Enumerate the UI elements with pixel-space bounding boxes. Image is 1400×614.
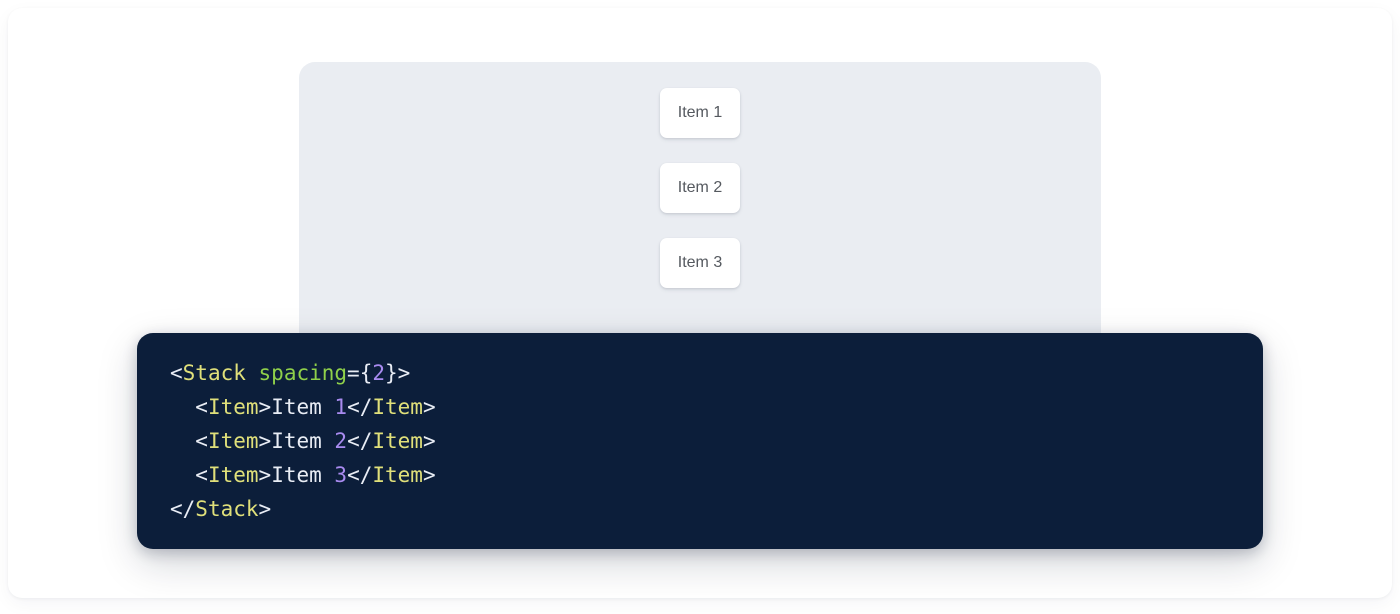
code-token-tag: Item: [372, 429, 423, 453]
code-token-num: 2: [334, 429, 348, 453]
code-token-tag: Item: [372, 395, 423, 419]
code-token-num: 3: [334, 463, 348, 487]
code-token-punct: >: [258, 497, 272, 521]
code-snippet-panel[interactable]: <Stack spacing={2}> <Item>Item 1</Item> …: [137, 333, 1263, 549]
code-indent: [170, 463, 195, 487]
code-line: <Item>Item 1</Item>: [170, 390, 436, 424]
code-token-tag: Item: [207, 463, 259, 487]
code-token-tag: Item: [372, 463, 423, 487]
stack-container: Item 1 Item 2 Item 3: [299, 88, 1101, 288]
code-token-punct: </: [170, 497, 196, 521]
code-token-punct: >: [258, 463, 272, 487]
stack-item: Item 2: [660, 163, 740, 213]
code-indent: [170, 429, 195, 453]
code-token-punct: >: [422, 429, 436, 453]
code-token-num: 1: [334, 395, 348, 419]
code-token-punct: }>: [385, 361, 411, 385]
code-token-punct: >: [258, 395, 272, 419]
stack-item-label: Item 1: [677, 104, 723, 121]
code-token-plain: Item: [271, 429, 335, 453]
code-token-punct: </: [347, 395, 373, 419]
code-line: </Stack>: [170, 492, 436, 526]
code-token-punct: <: [195, 429, 208, 453]
code-token-tag: Stack: [195, 497, 259, 521]
stack-item: Item 3: [660, 238, 740, 288]
code-token-num: 2: [372, 361, 385, 385]
code-token-punct: ={: [347, 361, 373, 385]
code-token-punct: >: [258, 429, 272, 453]
code-indent: [170, 395, 195, 419]
code-token-tag: Item: [207, 429, 259, 453]
code-token-plain: Item: [271, 463, 335, 487]
code-line: <Stack spacing={2}>: [170, 356, 436, 390]
code-token-tag: Stack: [182, 361, 246, 385]
code-block: <Stack spacing={2}> <Item>Item 1</Item> …: [170, 356, 436, 526]
code-token-attr: spacing: [258, 361, 348, 385]
stack-item-label: Item 2: [677, 179, 723, 196]
code-token-punct: <: [170, 361, 183, 385]
code-token-punct: >: [422, 463, 436, 487]
code-token-plain: [246, 361, 259, 385]
code-token-tag: Item: [207, 395, 259, 419]
code-line: <Item>Item 2</Item>: [170, 424, 436, 458]
stack-item: Item 1: [660, 88, 740, 138]
code-token-punct: <: [195, 463, 208, 487]
code-token-punct: <: [195, 395, 208, 419]
code-token-punct: </: [347, 463, 373, 487]
stack-preview-panel: Item 1 Item 2 Item 3: [299, 62, 1101, 354]
code-token-punct: >: [422, 395, 436, 419]
code-token-plain: Item: [271, 395, 335, 419]
stack-item-label: Item 3: [677, 254, 723, 271]
code-line: <Item>Item 3</Item>: [170, 458, 436, 492]
code-token-punct: </: [347, 429, 373, 453]
